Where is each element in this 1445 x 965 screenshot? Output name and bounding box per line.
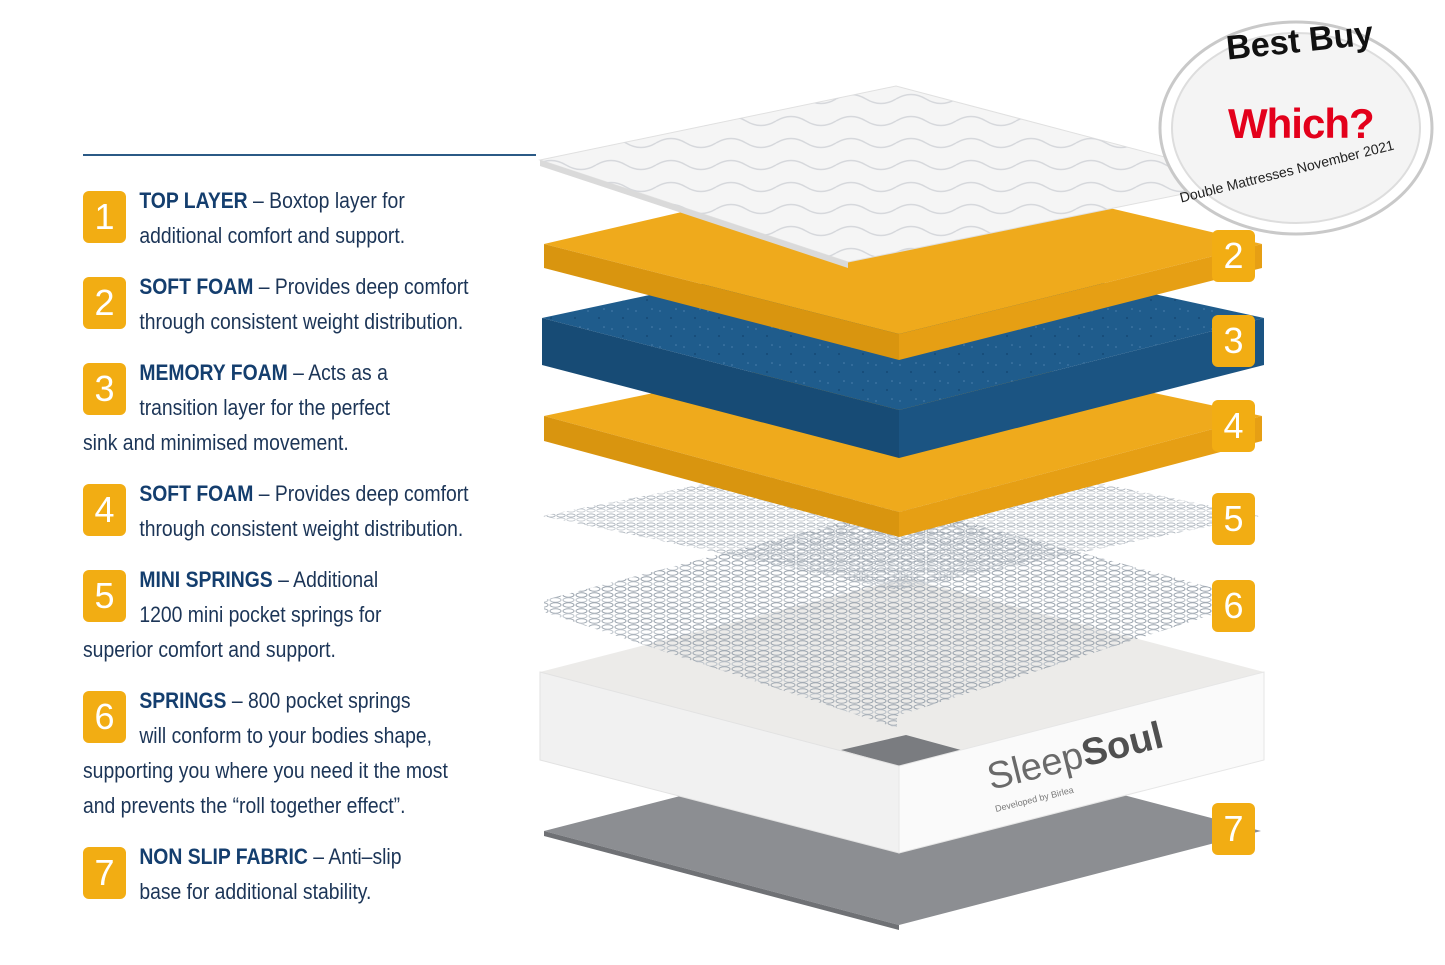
layer-top-quilt bbox=[538, 85, 1253, 268]
legend-item-non-slip-fabric: 7 NON SLIP FABRIC – Anti–slip base for a… bbox=[83, 839, 523, 909]
number-badge: 2 bbox=[83, 277, 126, 329]
legend-item-springs: 6 SPRINGS – 800 pocket springs will conf… bbox=[83, 683, 523, 823]
legend-title: MINI SPRINGS bbox=[139, 567, 273, 592]
number-badge: 4 bbox=[83, 484, 126, 536]
legend-item-soft-foam-1: 2 SOFT FOAM – Provides deep comfort thro… bbox=[83, 269, 523, 339]
legend-text: through consistent weight distribution. bbox=[139, 516, 464, 541]
legend-title: SOFT FOAM bbox=[139, 274, 254, 299]
number-badge: 7 bbox=[83, 847, 126, 899]
legend-title: SOFT FOAM bbox=[139, 481, 254, 506]
number-badge: 6 bbox=[83, 691, 126, 743]
layer-tag-7: 7 bbox=[1212, 803, 1255, 855]
legend-text: through consistent weight distribution. bbox=[139, 309, 464, 334]
legend-text: transition layer for the perfect bbox=[139, 395, 391, 420]
legend-text: 1200 mini pocket springs for bbox=[139, 602, 382, 627]
legend-text: – Acts as a bbox=[293, 360, 388, 385]
layer-tag-3: 3 bbox=[1212, 315, 1255, 367]
number-badge: 3 bbox=[83, 363, 126, 415]
legend-title: NON SLIP FABRIC bbox=[139, 844, 308, 869]
layer-tag-4: 4 bbox=[1212, 400, 1255, 452]
number-badge: 1 bbox=[83, 191, 126, 243]
legend-text: supporting you where you need it the mos… bbox=[83, 758, 448, 783]
legend-text: superior comfort and support. bbox=[83, 637, 336, 662]
legend-text: will conform to your bodies shape, bbox=[139, 723, 433, 748]
legend-text: – Boxtop layer for bbox=[253, 188, 405, 213]
legend-text: – Provides deep comfort bbox=[258, 274, 469, 299]
legend-item-memory-foam: 3 MEMORY FOAM – Acts as a transition lay… bbox=[83, 355, 523, 460]
layer-springs bbox=[544, 506, 1258, 728]
legend-item-top-layer: 1 TOP LAYER – Boxtop layer for additiona… bbox=[83, 183, 523, 253]
legend-text: and prevents the “roll together effect”. bbox=[83, 793, 406, 818]
mattress-illustration: SleepSoul Developed by Birlea bbox=[538, 85, 1265, 930]
layer-tag-5: 5 bbox=[1212, 493, 1255, 545]
best-buy-seal bbox=[1158, 20, 1434, 236]
number-badge: 5 bbox=[83, 570, 126, 622]
legend-title: TOP LAYER bbox=[139, 188, 248, 213]
legend-text: – Provides deep comfort bbox=[258, 481, 469, 506]
legend-text: sink and minimised movement. bbox=[83, 430, 349, 455]
legend-title: SPRINGS bbox=[139, 688, 227, 713]
legend-item-soft-foam-2: 4 SOFT FOAM – Provides deep comfort thro… bbox=[83, 476, 523, 546]
legend-text: – 800 pocket springs bbox=[231, 688, 411, 713]
layer-legend: 1 TOP LAYER – Boxtop layer for additiona… bbox=[0, 0, 540, 965]
legend-text: – Additional bbox=[278, 567, 379, 592]
legend-text: – Anti–slip bbox=[313, 844, 402, 869]
legend-text: additional comfort and support. bbox=[139, 223, 406, 248]
legend-item-mini-springs: 5 MINI SPRINGS – Additional 1200 mini po… bbox=[83, 562, 523, 667]
seal-brand-logo: Which? bbox=[1228, 100, 1375, 147]
layer-tag-6: 6 bbox=[1212, 580, 1255, 632]
legend-text: base for additional stability. bbox=[139, 879, 372, 904]
divider-line bbox=[83, 154, 536, 156]
mattress-exploded-view: SleepSoul Developed by Birlea bbox=[536, 0, 1445, 965]
legend-title: MEMORY FOAM bbox=[139, 360, 288, 385]
layer-tag-2: 2 bbox=[1212, 230, 1255, 282]
